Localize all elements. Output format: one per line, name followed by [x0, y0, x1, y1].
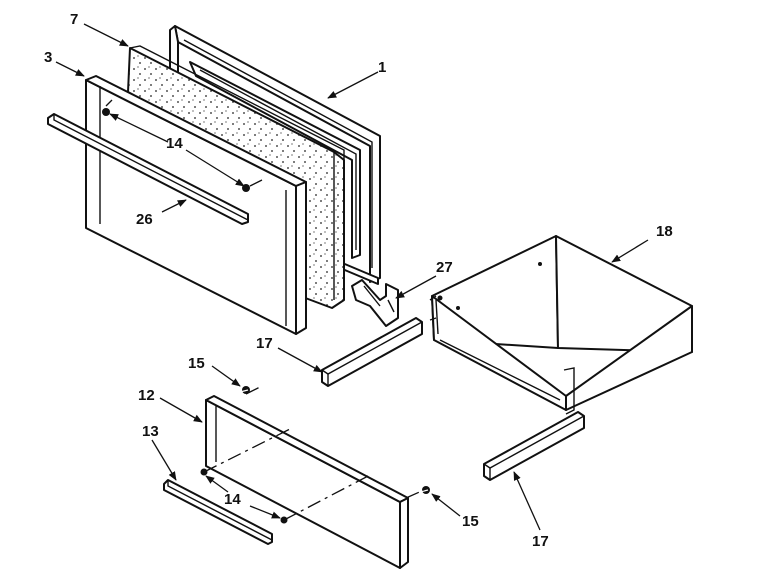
- callout-leaders: [55, 23, 649, 531]
- drawer-handle-part: [163, 479, 273, 545]
- callout-13: 13: [142, 423, 159, 440]
- storage-drawer-part: [429, 235, 693, 415]
- callout-17-left: 17: [256, 335, 273, 352]
- callout-14-upper: 14: [166, 135, 183, 152]
- drawer-slide-rail-part: [483, 411, 585, 481]
- callout-27: 27: [436, 259, 453, 276]
- callout-15-left: 15: [188, 355, 205, 372]
- drawer-front-panel-part: [205, 395, 409, 569]
- callout-26: 26: [136, 211, 153, 228]
- callout-14-lower: 14: [224, 491, 241, 508]
- assembly-centerline: [203, 385, 425, 521]
- door-handle-part: [47, 113, 249, 225]
- callout-labels: 1 7 3 14 26 27 18 17 15 12 13 14 15 17: [44, 11, 673, 550]
- callout-7: 7: [70, 11, 78, 28]
- callout-17-lower: 17: [532, 533, 549, 550]
- callout-15-right: 15: [462, 513, 479, 530]
- door-hinge-part: [351, 279, 399, 327]
- callout-3: 3: [44, 49, 52, 66]
- outer-door-panel-part: [85, 75, 307, 335]
- callout-12: 12: [138, 387, 155, 404]
- callout-18: 18: [656, 223, 673, 240]
- drawer-mounting-screw-part: [239, 386, 430, 494]
- callout-1: 1: [378, 59, 386, 76]
- drawer-slide-rail-part: [321, 317, 423, 387]
